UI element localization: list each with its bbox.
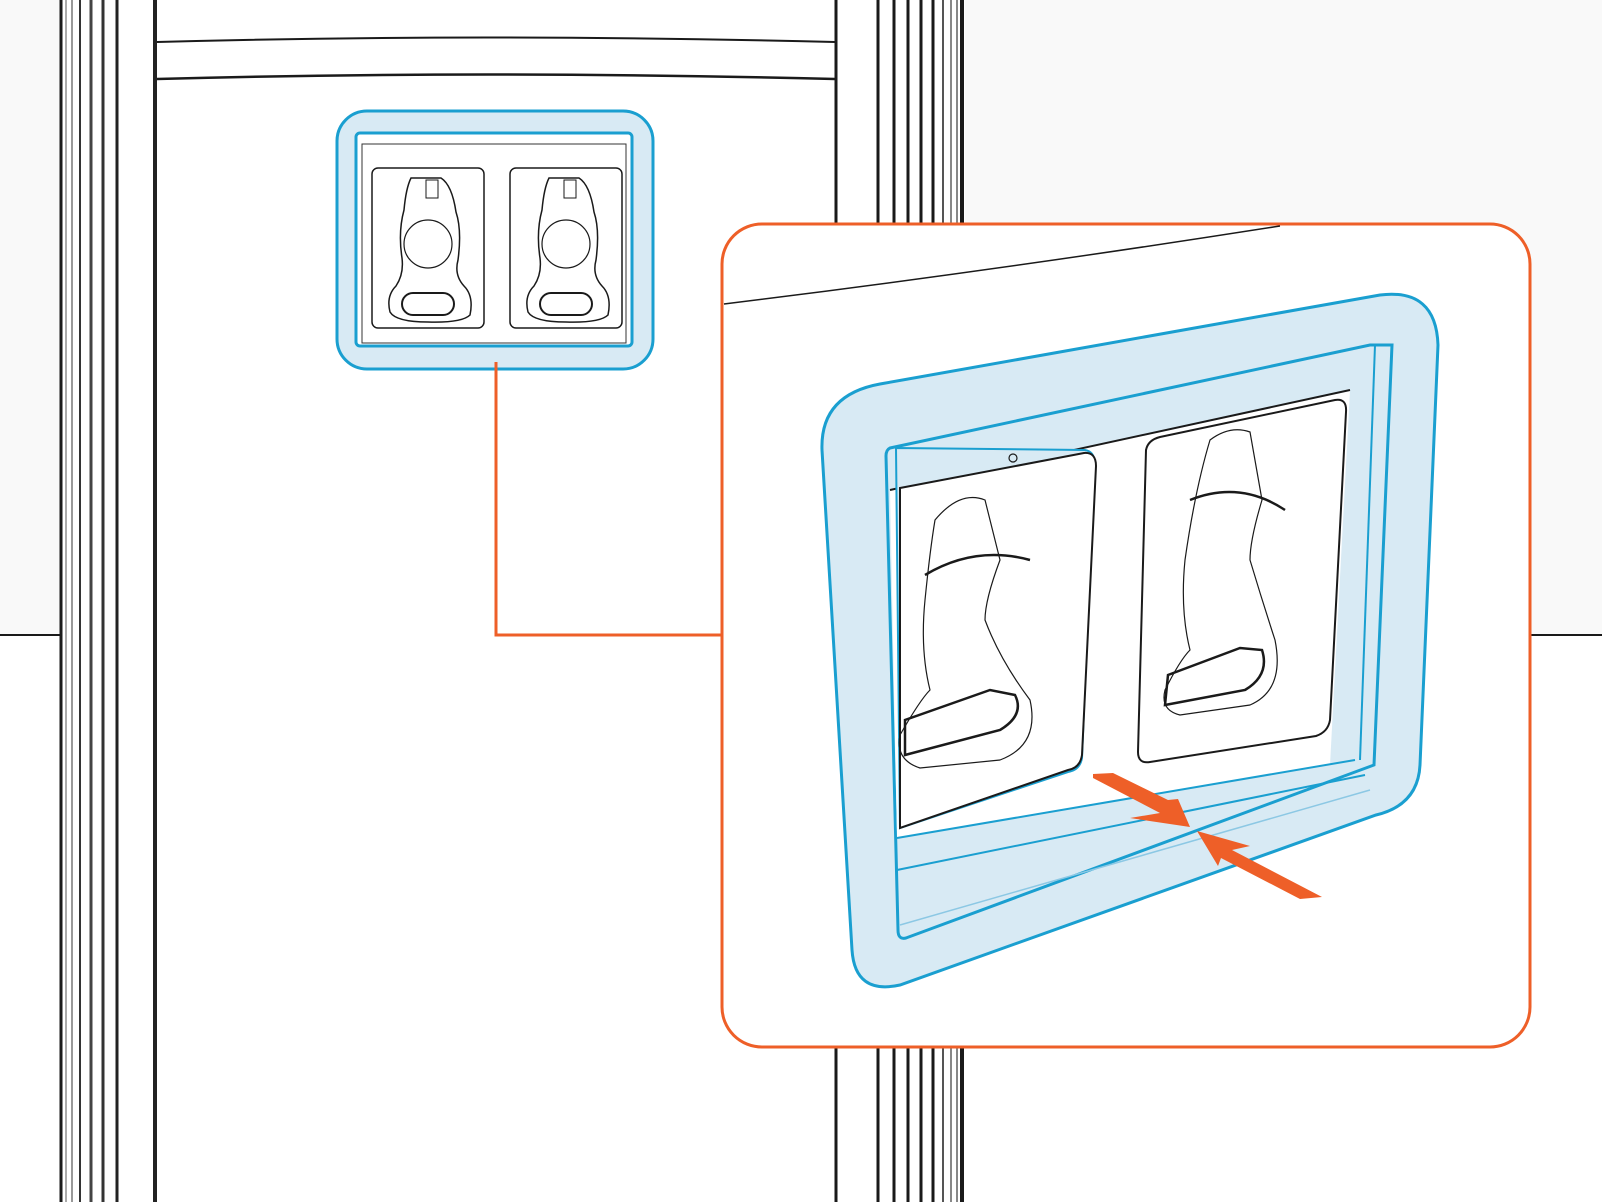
magnified-paddle-right bbox=[1163, 429, 1286, 716]
callout-connector bbox=[494, 362, 722, 637]
wall-left bbox=[0, 0, 60, 635]
magnified-view bbox=[720, 222, 1532, 1049]
magnified-paddle-left bbox=[898, 453, 1033, 769]
left-door-edge bbox=[59, 0, 157, 1202]
squeeze-arrows-icon bbox=[1093, 773, 1322, 899]
overview-dispenser-panel bbox=[335, 109, 655, 371]
paddle-right bbox=[509, 167, 623, 329]
paddle-left bbox=[371, 167, 485, 329]
